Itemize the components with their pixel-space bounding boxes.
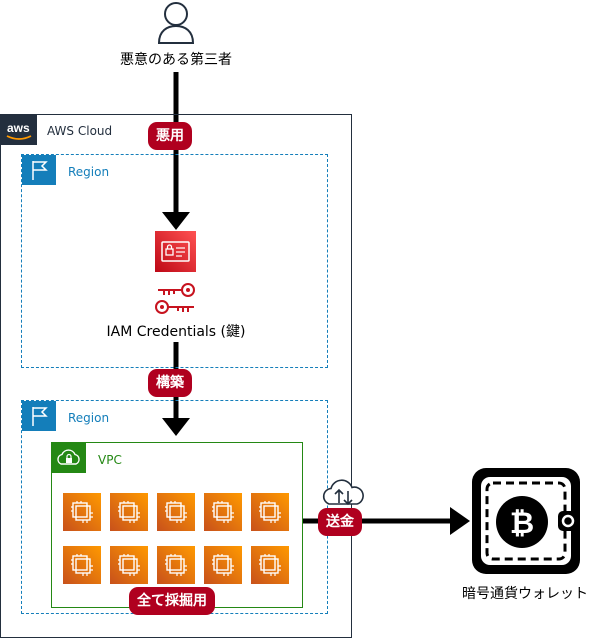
aws-cloud-title: AWS Cloud — [47, 124, 113, 138]
ec2-instance-icon — [157, 493, 195, 531]
iam-label: IAM Credentials (鍵) — [106, 324, 246, 340]
internet-cloud-icon — [319, 477, 367, 511]
misuse-badge: 悪用 — [148, 122, 192, 150]
send-badge: 送金 — [318, 508, 362, 536]
flag-icon — [22, 155, 56, 185]
user-icon — [156, 0, 196, 44]
region-top-title: Region — [68, 165, 110, 179]
ec2-instance-icon — [63, 493, 101, 531]
bitcoin-wallet-icon: ₿ — [470, 466, 582, 576]
ec2-instance-icon — [204, 546, 242, 584]
region-top: Region — [21, 154, 328, 368]
svg-text:aws: aws — [7, 121, 30, 135]
build-badge: 構築 — [148, 369, 192, 397]
wallet-label: 暗号通貨ウォレット — [462, 586, 588, 602]
svg-text:₿: ₿ — [510, 506, 534, 541]
ec2-instance-icon — [110, 546, 148, 584]
aws-cloud-group: aws AWS Cloud — [0, 114, 352, 638]
vpc-title: VPC — [98, 453, 122, 467]
attacker-label: 悪意のある第三者 — [120, 52, 232, 68]
ec2-instance-icon — [204, 493, 242, 531]
vpc-cloud-lock-icon — [52, 443, 86, 473]
iam-credential-card-icon — [155, 231, 196, 272]
ec2-instance-icon — [251, 546, 289, 584]
region-bottom-title: Region — [68, 411, 110, 425]
ec2-instance-icon — [63, 546, 101, 584]
iam-keys-icon — [152, 280, 198, 320]
mine-all-badge: 全て採掘用 — [129, 587, 215, 615]
ec2-instance-icon — [251, 493, 289, 531]
aws-logo: aws — [1, 115, 37, 145]
ec2-instance-icon — [157, 546, 195, 584]
flag-icon — [22, 401, 56, 431]
ec2-instance-icon — [110, 493, 148, 531]
